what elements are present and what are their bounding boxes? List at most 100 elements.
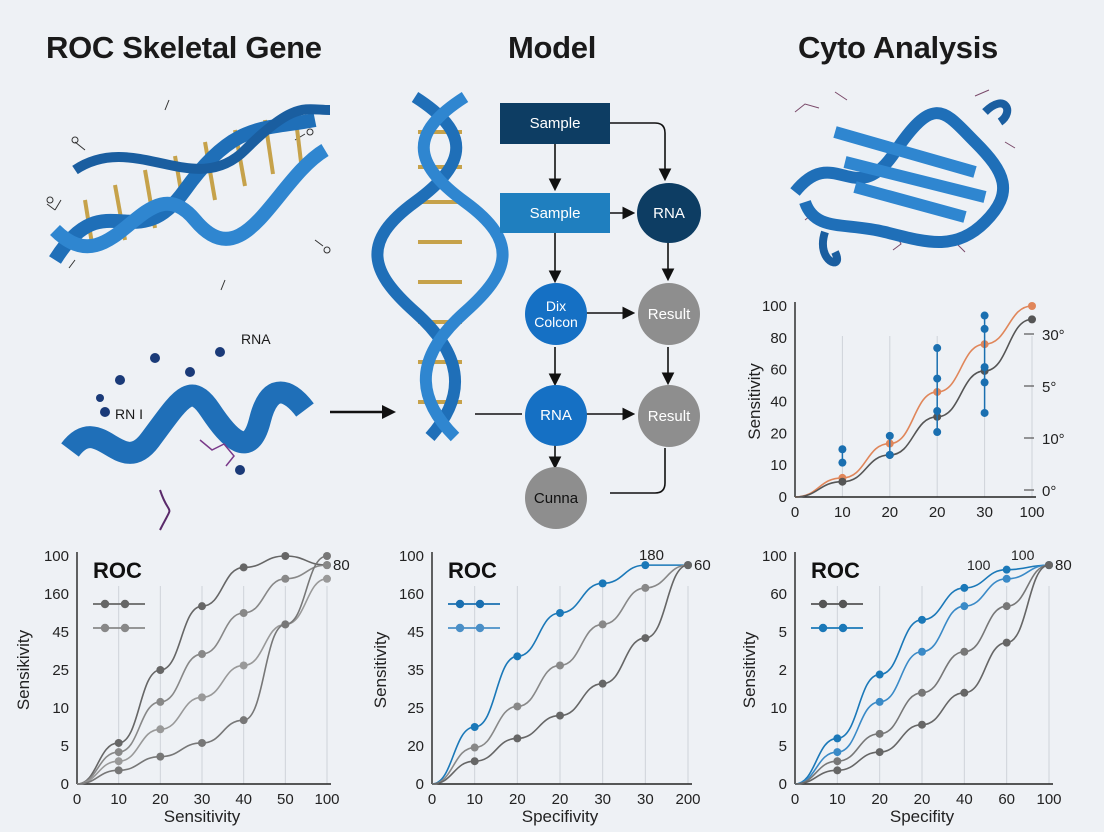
data-point: [1002, 638, 1011, 647]
x-tick-label: 20: [914, 791, 931, 808]
x-tick-label: 20: [881, 504, 898, 521]
x-axis-label: Sensitivity: [164, 807, 241, 826]
y-tick-label: 40: [770, 394, 787, 411]
x-tick-label: 0: [791, 791, 799, 808]
data-point: [641, 634, 650, 643]
x-tick-label: 100: [1019, 504, 1044, 521]
y-axis-label: Sensitivity: [740, 631, 759, 708]
data-point: [513, 652, 522, 661]
x-tick-label: 20: [509, 791, 526, 808]
y-axis-label: Sensitivity: [371, 631, 390, 708]
data-point: [1002, 602, 1011, 611]
legend-marker: [100, 599, 110, 609]
data-point: [513, 734, 522, 743]
data-point: [556, 711, 564, 720]
dna-helix-illustration: [46, 99, 331, 291]
data-point: [875, 748, 884, 757]
x-tick-label: 100: [1036, 791, 1061, 808]
data-point: [1002, 565, 1011, 574]
chart-title: ROC: [448, 558, 497, 583]
x-axis-label: Specifivity: [522, 807, 599, 826]
x-tick-label: 60: [998, 791, 1015, 808]
data-point: [598, 620, 607, 629]
data-point: [513, 702, 522, 711]
flow-node-rna-bottom: RNA: [525, 385, 587, 446]
data-point: [198, 602, 206, 611]
data-point: [833, 734, 842, 743]
flowchart-connectors: [475, 122, 675, 494]
data-point: [323, 552, 331, 560]
data-point: [833, 748, 842, 757]
data-point: [875, 670, 884, 679]
x-tick-label: 30: [976, 504, 993, 521]
x-tick-label: 20: [552, 791, 569, 808]
data-point: [323, 561, 331, 570]
y-tick-label: 45: [52, 624, 69, 641]
error-point: [933, 344, 942, 353]
error-point: [980, 363, 989, 372]
y-tick-label: 100: [762, 548, 787, 565]
end-label: 80: [333, 557, 350, 574]
flow-node-dix-colcon: Dix Colcon: [525, 283, 587, 345]
data-point: [684, 561, 692, 570]
data-point: [1002, 574, 1011, 583]
x-tick-label: 30: [637, 791, 654, 808]
data-point: [198, 693, 206, 702]
y-axis-label: Sensitivity: [745, 363, 764, 440]
y-tick-label: 60: [770, 586, 787, 603]
flow-node-sample-top: Sample: [500, 103, 610, 144]
y-tick-label: 45: [407, 624, 424, 641]
data-point: [114, 748, 123, 757]
legend-marker: [455, 599, 465, 609]
data-point: [156, 752, 165, 761]
data-point: [838, 477, 847, 486]
rna-label-top: RNA: [241, 331, 271, 347]
y-tick-label: 10: [770, 457, 787, 474]
legend-marker: [120, 599, 130, 609]
y-tick-label: 10: [770, 700, 787, 717]
error-point: [885, 450, 894, 459]
data-point: [239, 563, 248, 572]
x-tick-label: 0: [73, 791, 81, 808]
y-tick-label: 0: [61, 776, 69, 793]
data-point: [918, 647, 926, 656]
data-point: [960, 688, 969, 697]
y-tick-label: 100: [399, 548, 424, 565]
series-line-0: [794, 305, 1033, 498]
data-point: [239, 716, 248, 725]
flow-node-cunna: Cunna: [525, 467, 587, 529]
title-center: Model: [508, 30, 597, 65]
dix-colcon-line1: Dix: [545, 298, 567, 314]
chart-title: ROC: [93, 558, 142, 583]
data-point: [114, 757, 123, 766]
top-label: 100: [1011, 547, 1035, 563]
x-tick-label: 0: [791, 504, 799, 521]
data-point: [470, 757, 479, 766]
top-label: 100: [967, 557, 991, 573]
end-label: 80: [1055, 557, 1072, 574]
arrow-to-model: [330, 405, 396, 419]
x-tick-label: 200: [675, 791, 700, 808]
y-tick-label: 100: [762, 298, 787, 315]
top-label: 180: [639, 547, 664, 564]
data-point: [156, 725, 165, 734]
data-point: [470, 743, 479, 752]
x-axis-label: Specifity: [890, 807, 955, 826]
y-tick-label: 5: [61, 738, 69, 755]
y-tick-label: 5: [779, 738, 787, 755]
data-point: [239, 609, 248, 617]
x-tick-label: 30: [194, 791, 211, 808]
flow-node-result-top: Result: [638, 283, 700, 345]
rna-label-left: RN I: [115, 406, 143, 422]
data-point: [323, 574, 331, 583]
x-tick-label: 10: [110, 791, 127, 808]
data-point: [918, 615, 926, 624]
y-tick-label: 160: [44, 586, 69, 603]
data-point: [918, 688, 926, 697]
end-label: 60: [694, 557, 711, 574]
dix-colcon-line2: Colcon: [534, 314, 578, 330]
right-tick-label: 0°: [1042, 483, 1056, 500]
